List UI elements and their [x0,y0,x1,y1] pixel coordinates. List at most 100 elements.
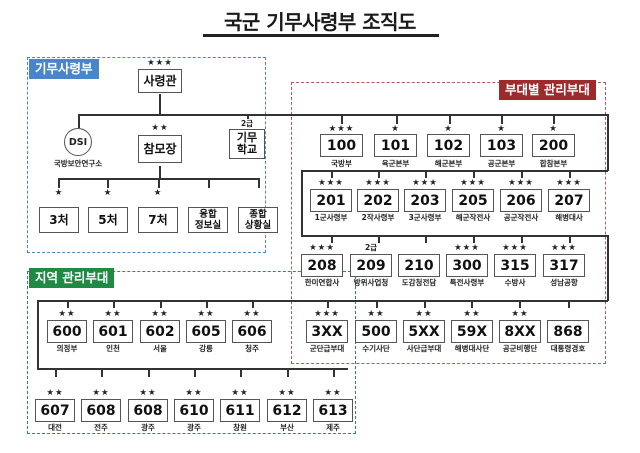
unit-code: 5XX [403,320,445,343]
unit-sub: 사단급부대 [406,344,442,353]
regional-node-612[interactable]: ★★ 612 부산 [267,388,307,432]
unit-node-317[interactable]: ★★★ 317 성남공항 [543,243,585,287]
dsi-node[interactable]: DSI 국방보안연구소 [54,128,102,172]
unit-node-103[interactable]: ★ 103 공군본부 [480,124,523,168]
regional-node-610[interactable]: ★★ 610 광주 [174,388,214,432]
rank-stars: ★★★ [556,178,582,188]
school-node[interactable]: 2급 기무 학교 [229,119,265,161]
dept-line1: 융합 [199,209,217,220]
unit-region-label: 부대별 관리부대 [499,80,596,100]
unit-node-59x[interactable]: ★★ 59X 해병대사단 [451,309,493,353]
unit-code: 207 [548,189,590,212]
rank-stars: ★★ [511,309,529,319]
unit-node-868[interactable]: 868 대통령경호 [547,309,589,353]
regional-node-605[interactable]: ★★ 605 강릉 [186,309,226,353]
regional-region [27,271,356,434]
unit-sub: 국방부 [331,159,352,168]
school-line1: 기무 [236,131,258,144]
unit-code: 102 [427,134,470,157]
rank-stars: ★★★ [318,178,344,188]
unit-code: 205 [452,189,494,212]
rank-stars: ★★★ [365,178,391,188]
regional-node-606[interactable]: ★★ 606 청주 [232,309,272,353]
unit-sub: 해군본부 [434,159,463,168]
regional-node-613[interactable]: ★★ 613 제주 [313,388,353,432]
unit-sub: 성남공항 [550,278,578,287]
dept-fusion-intel[interactable]: 융합 정보실 [188,188,228,234]
unit-code: 201 [310,189,352,212]
unit-code: 300 [446,254,488,277]
unit-sub: 도감청전담 [401,278,437,287]
unit-sub: 수기사단 [362,344,390,353]
unit-node-8xx[interactable]: ★★ 8XX 공군비행단 [499,309,541,353]
regional-code: 605 [186,320,226,343]
unit-node-201[interactable]: ★★★ 201 1군사령부 [310,178,352,222]
regional-code: 611 [220,399,260,422]
unit-node-205[interactable]: ★★★ 205 해군작전사 [452,178,494,222]
regional-sub: 광주 [141,423,155,432]
regional-node-601[interactable]: ★★ 601 인천 [93,309,133,353]
regional-sub: 전주 [94,423,108,432]
unit-node-206[interactable]: ★★★ 206 공군작전사 [500,178,542,222]
rank-stars: ★★★ [412,178,438,188]
unit-code: 103 [480,134,523,157]
unit-code: 208 [301,254,343,277]
rank-stars: ★★★ [328,124,355,134]
regional-code: 600 [47,320,87,343]
regional-node-600[interactable]: ★★ 600 의정부 [47,309,87,353]
rank-stars: ★★ [151,123,169,133]
regional-node-607[interactable]: ★★ 607 대전 [35,388,75,432]
rank-stars: ★★ [58,309,76,319]
commander-node[interactable]: ★★★ 사령관 [138,58,182,94]
rank-stars: ★ [54,188,64,198]
unit-sub: 해병대사 [555,213,583,222]
dept-3[interactable]: ★ 3처 [39,188,79,234]
rank-stars: ★ [103,188,113,198]
unit-node-5xx[interactable]: ★★ 5XX 사단급부대 [403,309,445,353]
unit-node-500[interactable]: ★★ 500 수기사단 [355,309,397,353]
regional-code: 607 [35,399,75,422]
unit-sub: 수방사 [504,278,526,287]
unit-node-208[interactable]: ★★★ 208 한미연합사 [301,243,343,287]
unit-node-209[interactable]: 2급 209 방위사업청 [350,243,392,287]
unit-node-203[interactable]: ★★★ 203 3군사령부 [404,178,446,222]
rank-stars: ★★★ [508,178,534,188]
unit-node-315[interactable]: ★★★ 315 수방사 [494,243,536,287]
regional-node-611[interactable]: ★★ 611 창원 [220,388,260,432]
unit-code: 202 [357,189,399,212]
rank-stars: ★★ [324,388,342,398]
rank-stars: ★★ [278,388,296,398]
unit-node-101[interactable]: ★ 101 육군본부 [374,124,417,168]
unit-code: 203 [404,189,446,212]
regional-node-608-gwangju[interactable]: ★★ 608 광주 [128,388,168,432]
unit-node-300[interactable]: ★★★ 300 특전사령부 [446,243,488,287]
rank-stars: ★ [549,124,558,134]
regional-sub: 부산 [280,423,294,432]
rank-stars: ★★ [185,388,203,398]
rank-stars: ★★ [415,309,433,319]
unit-node-202[interactable]: ★★★ 202 2작사령부 [357,178,399,222]
dsi-sub: 국방보안연구소 [53,159,103,168]
unit-node-207[interactable]: ★★★ 207 해병대사 [548,178,590,222]
rank-stars: ★★ [92,388,110,398]
hq-region-label: 기무사령부 [29,59,99,79]
dept-situation-room[interactable]: 종합 상황실 [238,188,278,234]
dept-7[interactable]: ★ 7처 [138,188,178,234]
rank-stars: ★★★ [309,243,335,253]
chief-of-staff-box: 참모장 [138,135,182,163]
unit-node-200[interactable]: ★ 200 합참본부 [532,124,575,168]
regional-node-608-jeonju[interactable]: ★★ 608 전주 [81,388,121,432]
regional-node-602[interactable]: ★★ 602 서울 [140,309,180,353]
regional-code: 602 [140,320,180,343]
unit-code: 500 [355,320,397,343]
rank-stars: ★★★ [147,58,173,68]
dept-5[interactable]: ★ 5처 [88,188,128,234]
unit-node-3xx[interactable]: ★★★ 3XX 군단급부대 [306,309,348,353]
rank-stars: ★ [391,124,400,134]
unit-node-100[interactable]: ★★★ 100 국방부 [320,124,363,168]
chief-of-staff-node[interactable]: ★★ 참모장 [138,123,182,166]
unit-node-102[interactable]: ★ 102 해군본부 [427,124,470,168]
unit-sub: 공군비행단 [502,344,538,353]
unit-code: 100 [320,134,363,157]
unit-node-210[interactable]: 210 도감청전담 [398,243,440,287]
